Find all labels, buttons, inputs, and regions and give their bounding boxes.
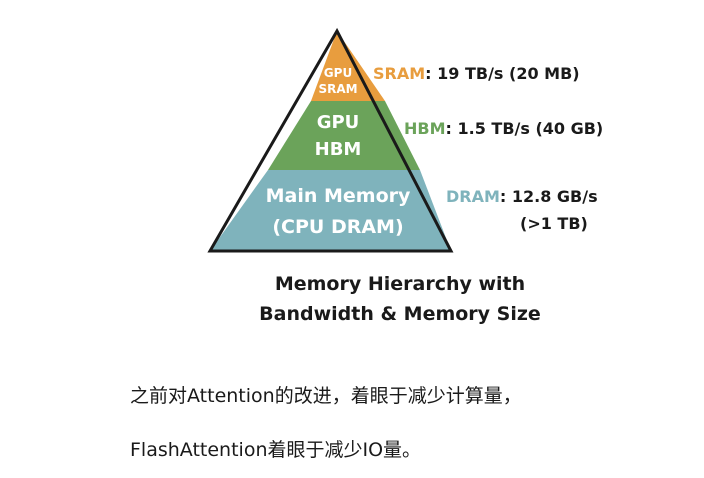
- sram-bandwidth-value: : 19 TB/s (20 MB): [425, 64, 579, 83]
- dram-bandwidth-label: DRAM: 12.8 GB/s: [446, 187, 598, 206]
- note-line-1: 之前对Attention的改进，着眼于减少计算量，: [130, 385, 522, 407]
- sram-bandwidth-label: SRAM: 19 TB/s (20 MB): [373, 64, 580, 83]
- dram-tier: [210, 170, 451, 251]
- sram-tier: [311, 31, 385, 101]
- hbm-tier-label-line1: GPU: [317, 112, 360, 133]
- sram-tier-label-line2: SRAM: [318, 82, 357, 96]
- hbm-tier-label-line2: HBM: [315, 139, 362, 160]
- sram-tier-label-line1: GPU: [324, 66, 352, 80]
- memory-hierarchy-diagram: GPU SRAM GPU HBM Main Memory (CPU DRAM) …: [207, 27, 603, 325]
- hbm-bandwidth-label: HBM: 1.5 TB/s (40 GB): [404, 119, 603, 138]
- dram-bandwidth-value: : 12.8 GB/s: [500, 187, 598, 206]
- diagram-caption-line2: Bandwidth & Memory Size: [259, 303, 541, 325]
- hbm-name: HBM: [404, 119, 446, 138]
- hbm-bandwidth-value: : 1.5 TB/s (40 GB): [446, 119, 604, 138]
- pyramid-outline: [207, 27, 454, 253]
- dram-tier-label-line2: (CPU DRAM): [272, 216, 403, 238]
- dram-size-value: (>1 TB): [520, 214, 588, 233]
- note-line-2: FlashAttention着眼于减少IO量。: [130, 439, 422, 461]
- sram-name: SRAM: [373, 64, 425, 83]
- dram-tier-label-line1: Main Memory: [266, 185, 411, 207]
- diagram-caption-line1: Memory Hierarchy with: [275, 273, 525, 295]
- dram-name: DRAM: [446, 187, 500, 206]
